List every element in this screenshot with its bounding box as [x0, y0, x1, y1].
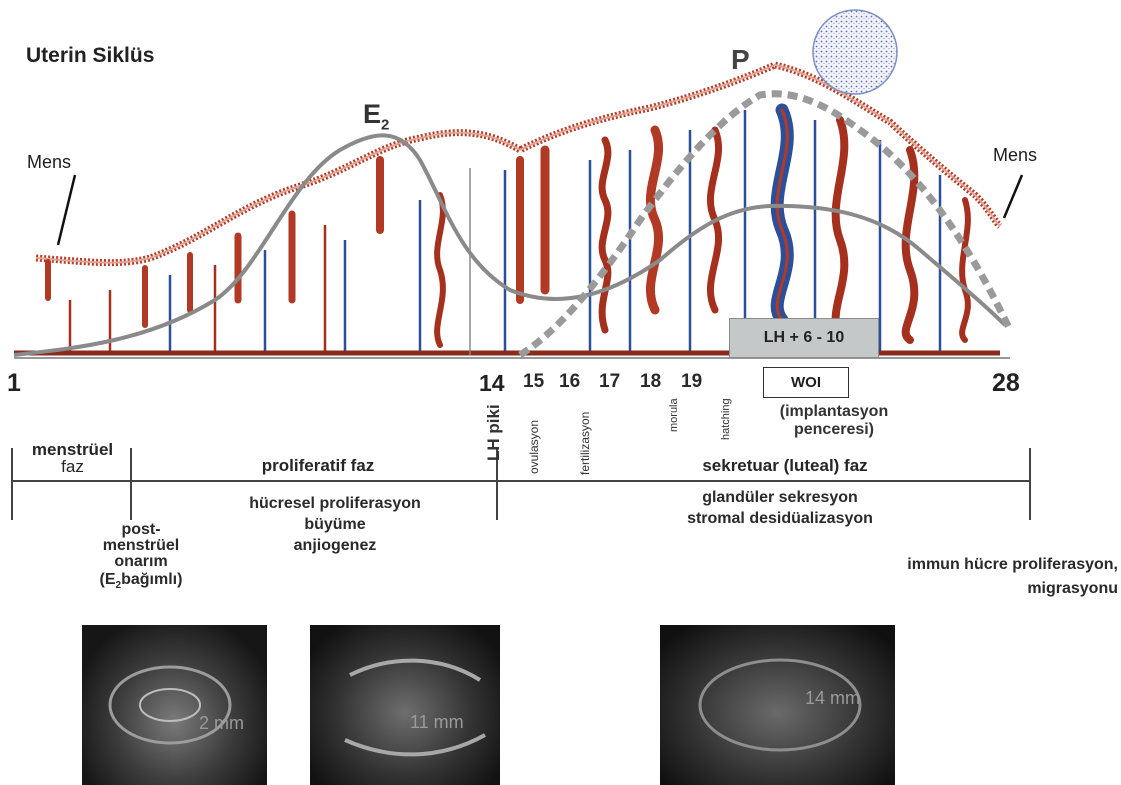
day-15-label: 15: [523, 371, 544, 393]
ultrasound-image-secretory: 14 mm: [660, 625, 895, 785]
ultrasound-image-menstrual: 2 mm: [82, 625, 267, 785]
day-1-label: 1: [7, 369, 21, 398]
day-17-label: 17: [599, 371, 620, 393]
ultrasound-image-proliferative: 11 mm: [310, 625, 500, 785]
day-18-label: 18: [640, 371, 661, 393]
ultrasound-label-2: 11 mm: [410, 712, 464, 733]
day-19-label: 19: [681, 371, 702, 393]
day-16-label: 16: [559, 371, 580, 393]
ovum: [813, 10, 897, 94]
menstrual-phase-label: menstrüelfaz: [15, 441, 130, 475]
lh-window-box: LH + 6 - 10: [729, 318, 879, 358]
mens-left-pointer: [58, 175, 75, 245]
hatching-label: hatching: [720, 398, 732, 440]
day-28-label: 28: [992, 369, 1020, 398]
mens-right-label: Mens: [993, 145, 1037, 166]
ultrasound-label-1: 2 mm: [199, 713, 244, 734]
post-menstrual-repair-label: post- menstrüel onarım (E2bağımlı): [86, 522, 196, 594]
mens-right-pointer: [1004, 175, 1022, 218]
implantation-window-label: (implantasyonpenceresi): [768, 403, 900, 439]
progesterone-label: P: [731, 44, 750, 76]
secretory-phase-label: sekretuar (luteal) faz: [665, 457, 905, 474]
morula-label: morula: [668, 398, 680, 432]
fertilization-label: fertilizasyon: [578, 412, 592, 475]
day-14-label: 14: [479, 370, 505, 397]
ultrasound-label-3: 14 mm: [805, 688, 860, 709]
ovulation-label: ovulasyon: [527, 420, 541, 474]
secretory-description: glandüler sekresyon stromal desidüalizas…: [620, 487, 940, 529]
proliferative-phase-label: proliferatif faz: [228, 457, 408, 474]
lh-peak-label: LH piki: [484, 404, 504, 461]
mens-left-label: Mens: [27, 152, 71, 173]
estrogen-label: E2: [363, 99, 389, 133]
diagram-title: Uterin Siklüs: [26, 44, 154, 68]
woi-box: WOI: [763, 367, 849, 398]
immune-cell-label: immun hücre proliferasyon, migrasyonu: [780, 553, 1118, 601]
proliferative-description: hücresel proliferasyon büyüme anjiogenez: [195, 493, 475, 556]
progesterone-curve: [520, 94, 1010, 355]
